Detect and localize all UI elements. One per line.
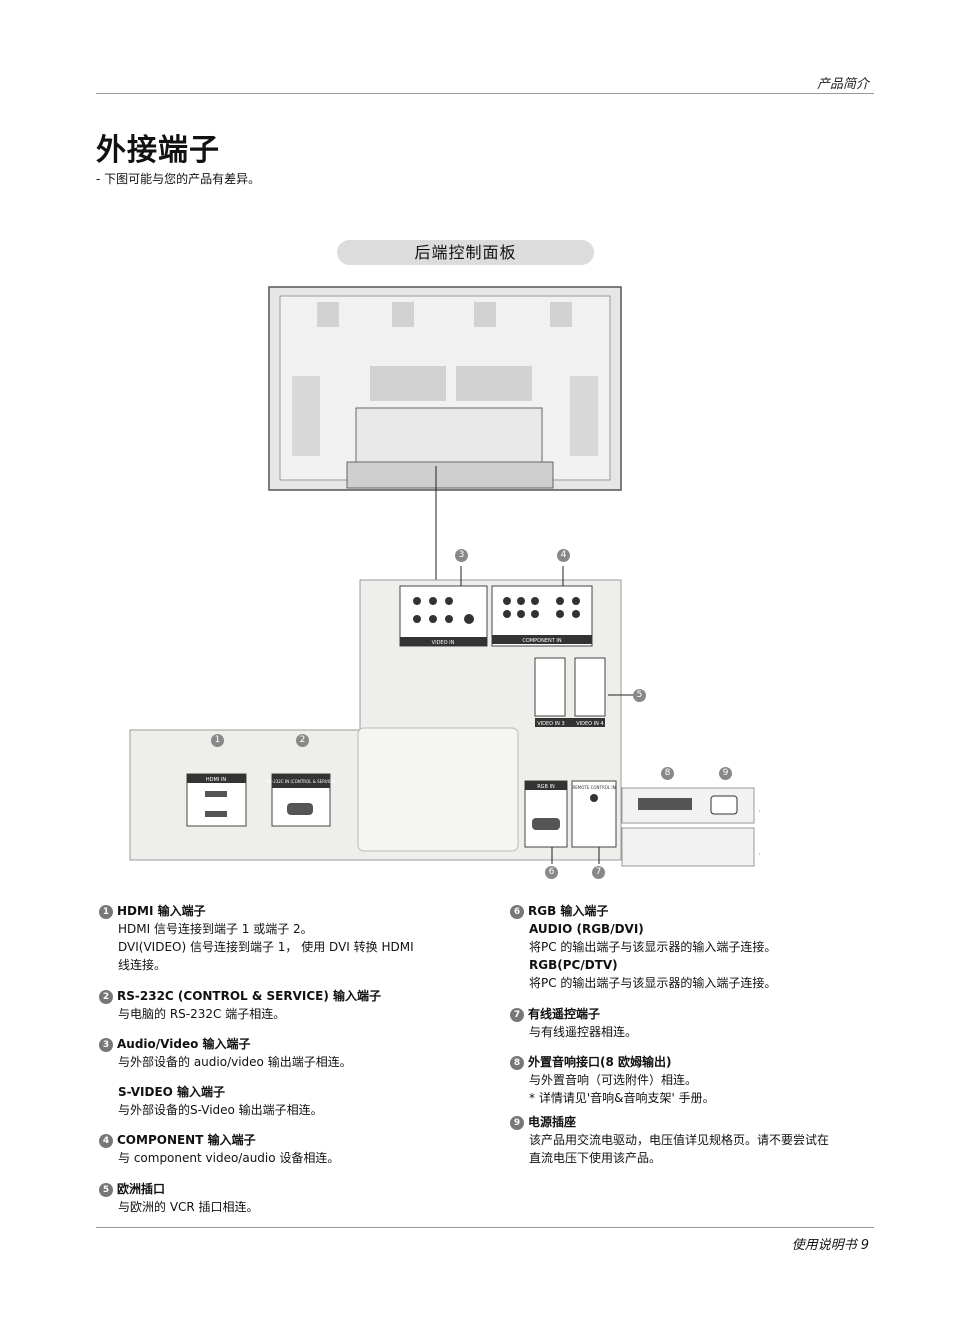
footer-rule (96, 1227, 874, 1228)
video-in-3-label: VIDEO IN 3 (537, 721, 564, 727)
tv-vent-3 (474, 302, 496, 327)
item-number: 6 (510, 905, 524, 919)
page-title: 外接端子 (96, 133, 220, 168)
tv-vent-5 (370, 366, 446, 401)
callout-7: 7 (592, 866, 605, 879)
rs232c-label: RS-232C IN (CONTROL & SERVICE) (266, 779, 336, 784)
item-number: 8 (510, 1056, 524, 1070)
panel-label: 后端控制面板 (337, 240, 594, 265)
tv-vent-1 (317, 302, 339, 327)
remote-block (571, 780, 617, 848)
video-in-label: VIDEO IN (432, 640, 455, 646)
speaker-block-2 (621, 827, 755, 867)
callout-2: 2 (296, 734, 309, 747)
callout-9: 9 (719, 767, 732, 780)
callout-1: 1 (211, 734, 224, 747)
tv-vent-8 (570, 376, 598, 456)
tv-vent-4 (550, 302, 572, 327)
rear-panel-diagram: VIDEO IN COMPONENT IN VIDEO IN 3 VIDEO I… (129, 286, 760, 867)
item-number: 9 (510, 1116, 524, 1130)
remote-label: REMOTE CONTROL IN (572, 785, 615, 790)
tv-stand-base (346, 461, 554, 489)
header-rule (96, 93, 874, 94)
tv-vent-7 (292, 376, 320, 456)
item-number: 1 (99, 905, 113, 919)
callout-4: 4 (557, 549, 570, 562)
header-section-label: 产品简介 (816, 77, 869, 92)
scart-3 (534, 657, 566, 717)
component-in-label: COMPONENT IN (522, 638, 561, 644)
page-note: - 下图可能与您的产品有差异。 (96, 172, 261, 186)
panel-blank-area (357, 727, 519, 852)
video-in-4-label: VIDEO IN 4 (576, 721, 603, 727)
callout-8: 8 (661, 767, 674, 780)
footer-page-label: 使用说明书 9 (791, 1238, 869, 1253)
item-number: 4 (99, 1134, 113, 1148)
callout-3: 3 (455, 549, 468, 562)
callout-6: 6 (545, 866, 558, 879)
scart-4 (574, 657, 606, 717)
item-number: 3 (99, 1038, 113, 1052)
item-number: 7 (510, 1008, 524, 1022)
tv-vent-6 (456, 366, 532, 401)
rgb-in-label: RGB IN (537, 784, 555, 790)
tv-terminal-block (355, 407, 543, 467)
rgb-in-block (524, 780, 568, 848)
item-number: 2 (99, 990, 113, 1004)
callout-5: 5 (633, 689, 646, 702)
hdmi-in-label: HDMI IN (206, 777, 226, 783)
item-number: 5 (99, 1183, 113, 1197)
tv-vent-2 (392, 302, 414, 327)
